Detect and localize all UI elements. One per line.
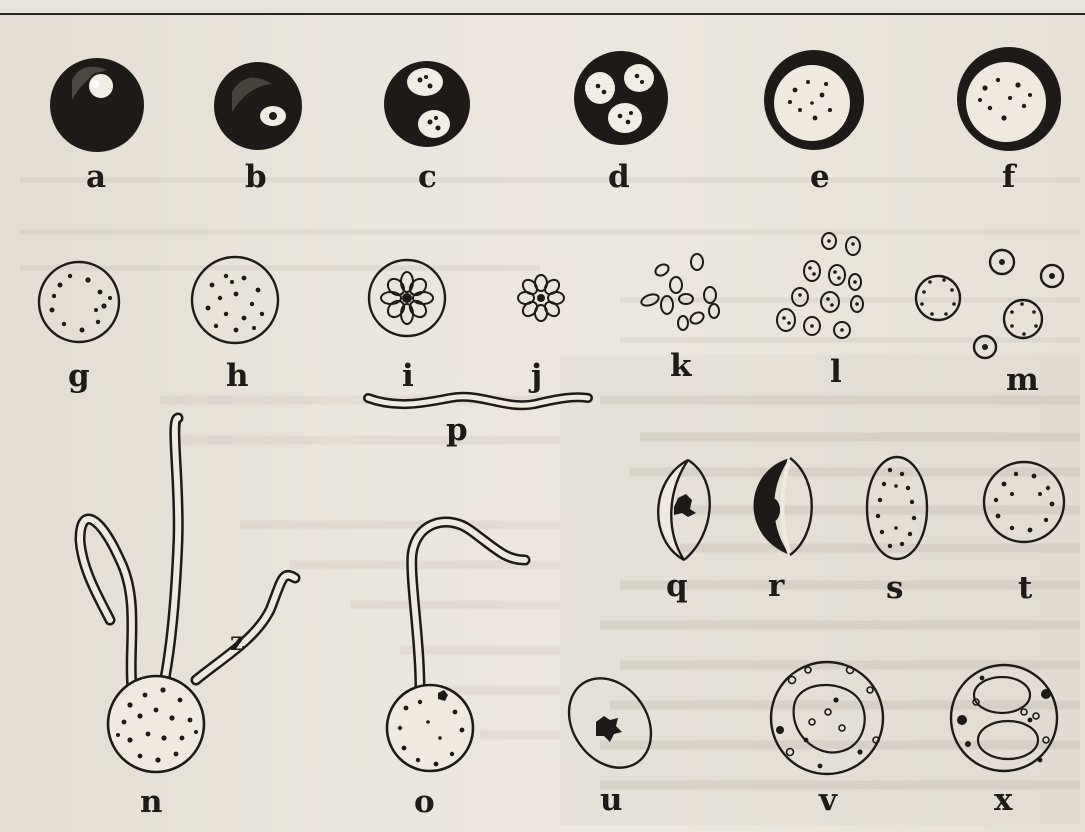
label-m: m [1006, 362, 1039, 398]
label-i: i [402, 358, 414, 394]
label-g: g [68, 358, 90, 394]
cell-k [640, 254, 719, 330]
label-n: n [140, 784, 163, 820]
label-p: p [446, 412, 468, 448]
cell-i [369, 260, 445, 336]
label-o: o [414, 784, 435, 820]
cell-n [80, 418, 295, 772]
label-x: x [994, 782, 1013, 818]
cell-l [777, 233, 863, 338]
label-u: u [600, 782, 623, 818]
cell-d [574, 51, 668, 145]
label-d: d [608, 159, 630, 195]
label-v: v [818, 782, 838, 818]
cell-g [39, 262, 119, 342]
cell-c [384, 61, 470, 147]
cell-a [50, 58, 144, 152]
label-f: f [1002, 159, 1017, 195]
label-k: k [670, 348, 693, 384]
label-h: h [226, 358, 249, 394]
label-s: s [886, 570, 903, 606]
label-a: a [86, 159, 106, 195]
label-z: z [230, 627, 245, 657]
label-r: r [768, 568, 785, 604]
label-q: q [666, 568, 688, 604]
cell-e [764, 50, 864, 150]
cell-f [957, 47, 1061, 151]
label-t: t [1018, 570, 1033, 606]
label-l: l [830, 354, 842, 390]
label-e: e [810, 159, 830, 195]
label-c: c [418, 159, 437, 195]
cell-b [214, 62, 302, 150]
label-b: b [245, 159, 267, 195]
label-j: j [528, 358, 542, 394]
cell-j [518, 275, 564, 321]
